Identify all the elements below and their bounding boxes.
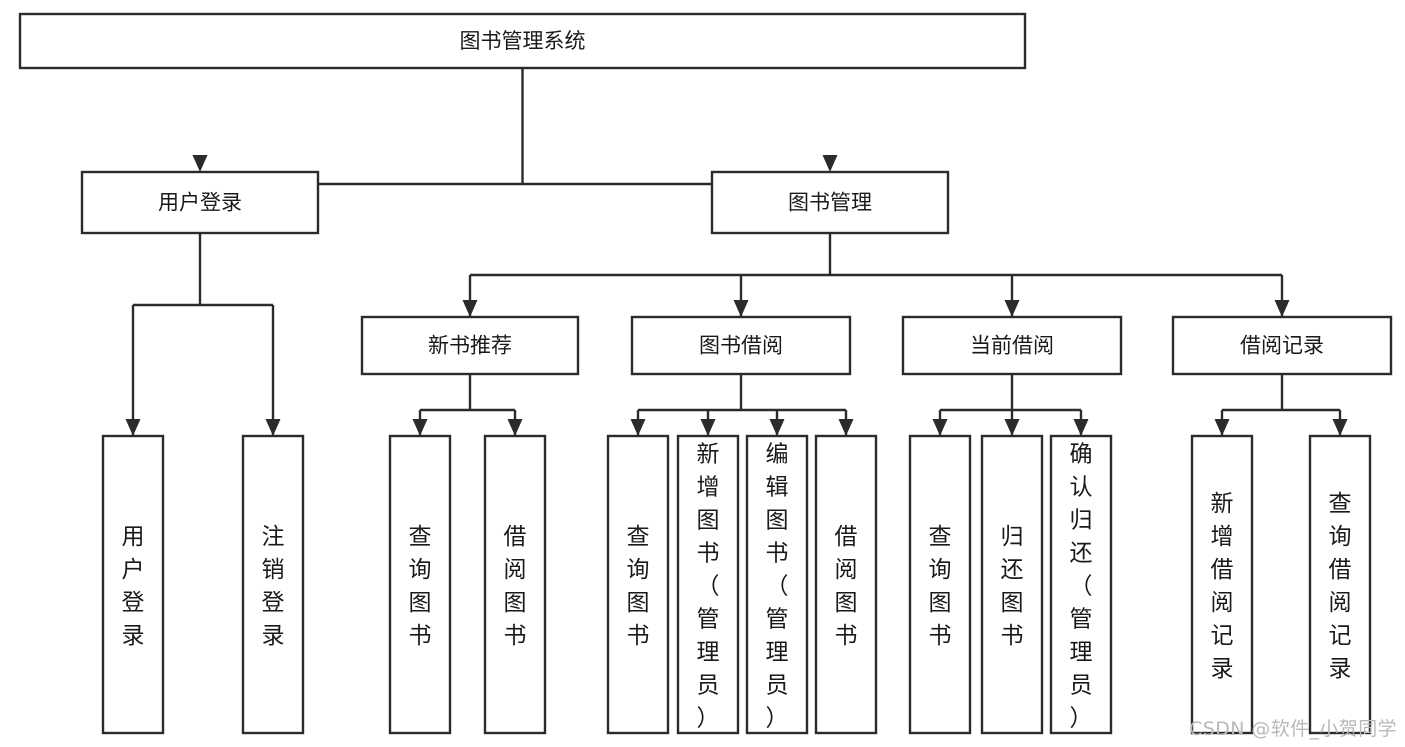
node-label: 查询图书 — [627, 524, 650, 649]
node-box — [630, 315, 852, 376]
node-leaf-user-login[interactable]: 用户登录 — [101, 434, 165, 735]
node-box — [908, 434, 972, 735]
node-label: 图书借阅 — [699, 334, 783, 358]
arrow-head-icon — [838, 419, 854, 436]
node-leaf-return-book[interactable]: 归还图书 — [980, 434, 1044, 735]
node-new-book-rec[interactable]: 新书推荐 — [360, 315, 580, 376]
node-label: 借阅图书 — [504, 524, 527, 649]
arrow-head-icon — [822, 155, 838, 172]
node-label: 当前借阅 — [970, 334, 1054, 358]
node-leaf-borrow-book-2[interactable]: 借阅图书 — [814, 434, 878, 735]
node-box — [80, 170, 320, 235]
node-box — [101, 434, 165, 735]
node-box — [388, 434, 452, 735]
node-label: 归还图书 — [1001, 524, 1024, 649]
node-book-manage[interactable]: 图书管理 — [710, 170, 950, 235]
arrow-head-icon — [1214, 419, 1230, 436]
node-box — [901, 315, 1123, 376]
node-box — [980, 434, 1044, 735]
arrow-head-icon — [265, 419, 281, 436]
node-leaf-query-book-1[interactable]: 查询图书 — [388, 434, 452, 735]
node-label: 图书管理 — [788, 191, 872, 215]
node-box — [241, 434, 305, 735]
node-label: 图书管理系统 — [460, 29, 586, 53]
node-book-borrow[interactable]: 图书借阅 — [630, 315, 852, 376]
arrow-head-icon — [630, 419, 646, 436]
node-label: 查询图书 — [929, 524, 952, 649]
arrow-head-icon — [1274, 300, 1290, 317]
node-box — [745, 434, 809, 735]
node-leaf-query-record[interactable]: 查询借阅记录 — [1308, 434, 1372, 735]
node-root[interactable]: 图书管理系统 — [18, 12, 1027, 70]
arrow-head-icon — [192, 155, 208, 172]
arrow-head-icon — [769, 419, 785, 436]
arrow-head-icon — [700, 419, 716, 436]
node-label: 借阅图书 — [835, 524, 858, 649]
node-leaf-add-book[interactable]: 新增图书（管理员） — [676, 434, 740, 735]
node-label: 新书推荐 — [428, 334, 512, 358]
arrow-head-icon — [125, 419, 141, 436]
node-leaf-user-logout[interactable]: 注销登录 — [241, 434, 305, 735]
node-leaf-query-book-3[interactable]: 查询图书 — [908, 434, 972, 735]
arrow-head-icon — [1073, 419, 1089, 436]
node-borrow-record[interactable]: 借阅记录 — [1171, 315, 1393, 376]
node-label: 查询借阅记录 — [1329, 491, 1352, 682]
node-leaf-query-book-2[interactable]: 查询图书 — [606, 434, 670, 735]
node-leaf-borrow-book-1[interactable]: 借阅图书 — [483, 434, 547, 735]
node-label: 新增图书（管理员） — [697, 442, 720, 732]
node-label: 查询图书 — [409, 524, 432, 649]
node-box — [676, 434, 740, 735]
node-box — [710, 170, 950, 235]
node-label: 编辑图书（管理员） — [766, 442, 789, 732]
node-box — [483, 434, 547, 735]
node-box — [1171, 315, 1393, 376]
node-label: 确认归还（管理员） — [1070, 442, 1093, 732]
arrow-head-icon — [733, 300, 749, 317]
arrow-head-icon — [462, 300, 478, 317]
node-leaf-add-record[interactable]: 新增借阅记录 — [1190, 434, 1254, 735]
node-leaf-confirm-return[interactable]: 确认归还（管理员） — [1049, 434, 1113, 735]
arrow-head-icon — [1004, 419, 1020, 436]
node-label: 用户登录 — [122, 524, 145, 649]
arrow-head-icon — [1004, 300, 1020, 317]
node-user-login[interactable]: 用户登录 — [80, 170, 320, 235]
node-box — [18, 12, 1027, 70]
node-box — [360, 315, 580, 376]
arrow-head-icon — [412, 419, 428, 436]
node-label: 用户登录 — [158, 191, 242, 215]
node-label: 新增借阅记录 — [1211, 491, 1234, 682]
arrow-head-icon — [1332, 419, 1348, 436]
node-current-borrow[interactable]: 当前借阅 — [901, 315, 1123, 376]
node-box — [1190, 434, 1254, 735]
node-box — [1049, 434, 1113, 735]
node-label: 注销登录 — [262, 524, 285, 649]
node-box — [606, 434, 670, 735]
arrow-head-icon — [507, 419, 523, 436]
node-box — [814, 434, 878, 735]
node-box — [1308, 434, 1372, 735]
arrow-head-icon — [932, 419, 948, 436]
node-leaf-edit-book[interactable]: 编辑图书（管理员） — [745, 434, 809, 735]
node-label: 借阅记录 — [1240, 334, 1324, 358]
